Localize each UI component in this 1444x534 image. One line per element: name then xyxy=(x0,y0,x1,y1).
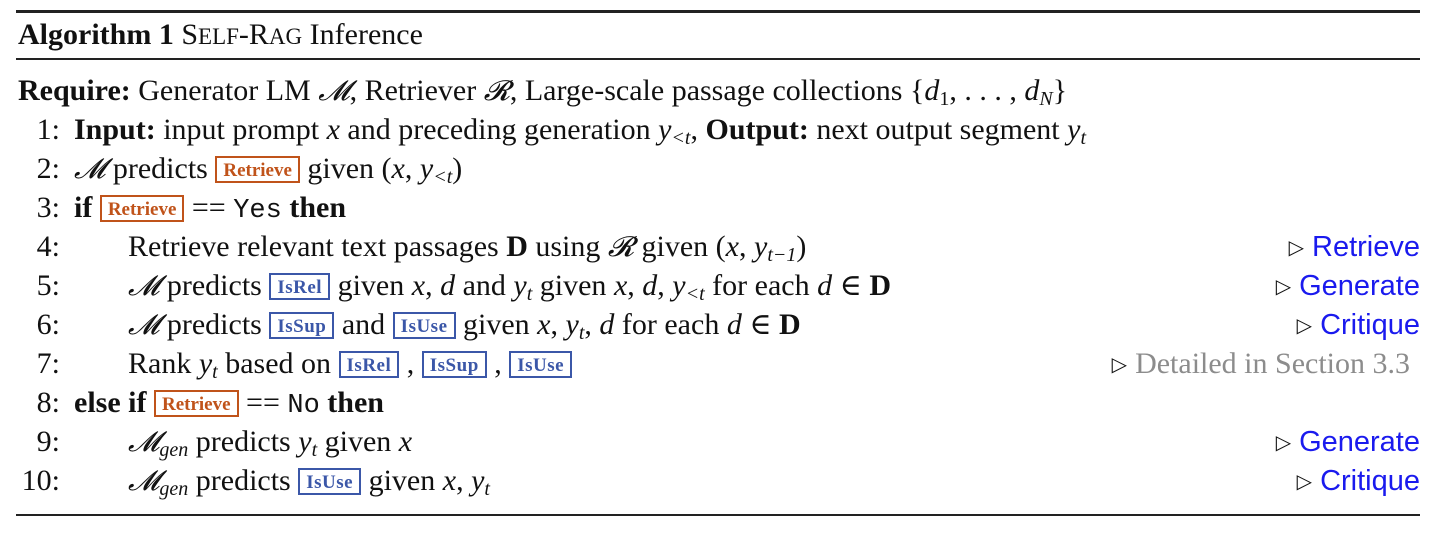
line-number: 6: xyxy=(36,308,60,341)
line-number: 1: xyxy=(36,113,60,146)
algorithm-line-5: 5: 𝓜 predicts IsRel given x, d and yt gi… xyxy=(0,267,1444,305)
isuse-token: IsUse xyxy=(509,350,573,378)
algorithm-line-4: 4: Retrieve relevant text passages D usi… xyxy=(0,228,1444,266)
line-number: 9: xyxy=(36,425,60,458)
algorithm-name: SELF-RAG Inference xyxy=(181,18,423,51)
triangle-icon: ▷ xyxy=(1296,313,1313,337)
issup-token: IsSup xyxy=(421,350,487,378)
algorithm-label: Algorithm 1 xyxy=(18,18,174,51)
comment-critique: ▷Critique xyxy=(1296,309,1420,341)
line-number: 2: xyxy=(36,152,60,185)
comment-generate: ▷Generate xyxy=(1275,426,1420,458)
isrel-token: IsRel xyxy=(269,272,331,300)
comment-detailed: ▷Detailed in Section 3.3 xyxy=(1111,347,1410,380)
line-number: 4: xyxy=(36,230,60,263)
line-number: 8: xyxy=(36,386,60,419)
line-number: 7: xyxy=(36,347,60,380)
algorithm-line-10: 10: 𝓜gen predicts IsUse given x, yt ▷Cri… xyxy=(0,462,1444,500)
triangle-icon: ▷ xyxy=(1275,430,1292,454)
algorithm-line-3: 3: if Retrieve == Yes then xyxy=(0,189,1444,227)
line-number: 5: xyxy=(36,269,60,302)
algorithm-line-2: 2: 𝓜 predicts Retrieve given (x, y<t) xyxy=(0,150,1444,188)
isuse-token: IsUse xyxy=(298,467,362,495)
top-rule xyxy=(16,10,1420,13)
isrel-token: IsRel xyxy=(338,350,400,378)
algorithm-line-7: 7: Rank yt based on IsRel , IsSup , IsUs… xyxy=(0,345,1444,383)
algorithm-line-1: 1: Input: input prompt x and preceding g… xyxy=(0,111,1444,149)
algorithm-line-9: 9: 𝓜gen predicts yt given x ▷Generate xyxy=(0,423,1444,461)
triangle-icon: ▷ xyxy=(1111,352,1128,376)
bottom-rule xyxy=(16,514,1420,516)
algorithm-title: Algorithm 1 SELF-RAG Inference xyxy=(18,16,423,56)
triangle-icon: ▷ xyxy=(1275,274,1292,298)
comment-critique: ▷Critique xyxy=(1296,465,1420,497)
issup-token: IsSup xyxy=(269,311,335,339)
retrieve-token: Retrieve xyxy=(215,155,300,183)
isuse-token: IsUse xyxy=(392,311,456,339)
mid-rule xyxy=(16,58,1420,60)
require-keyword: Require: xyxy=(18,74,131,107)
line-number: 10: xyxy=(21,464,60,497)
comment-generate: ▷Generate xyxy=(1275,270,1420,302)
algorithm-line-6: 6: 𝓜 predicts IsSup and IsUse given x, y… xyxy=(0,306,1444,344)
triangle-icon: ▷ xyxy=(1296,469,1313,493)
line-number: 3: xyxy=(36,191,60,224)
triangle-icon: ▷ xyxy=(1288,235,1304,259)
require-line: Require: Generator LM 𝓜, Retriever 𝓡, La… xyxy=(18,74,1068,110)
retrieve-token: Retrieve xyxy=(153,389,239,417)
retrieve-token: Retrieve xyxy=(99,194,185,222)
algorithm-line-8: 8: else if Retrieve == No then xyxy=(0,384,1444,422)
comment-retrieve: ▷Retrieve xyxy=(1288,231,1420,263)
